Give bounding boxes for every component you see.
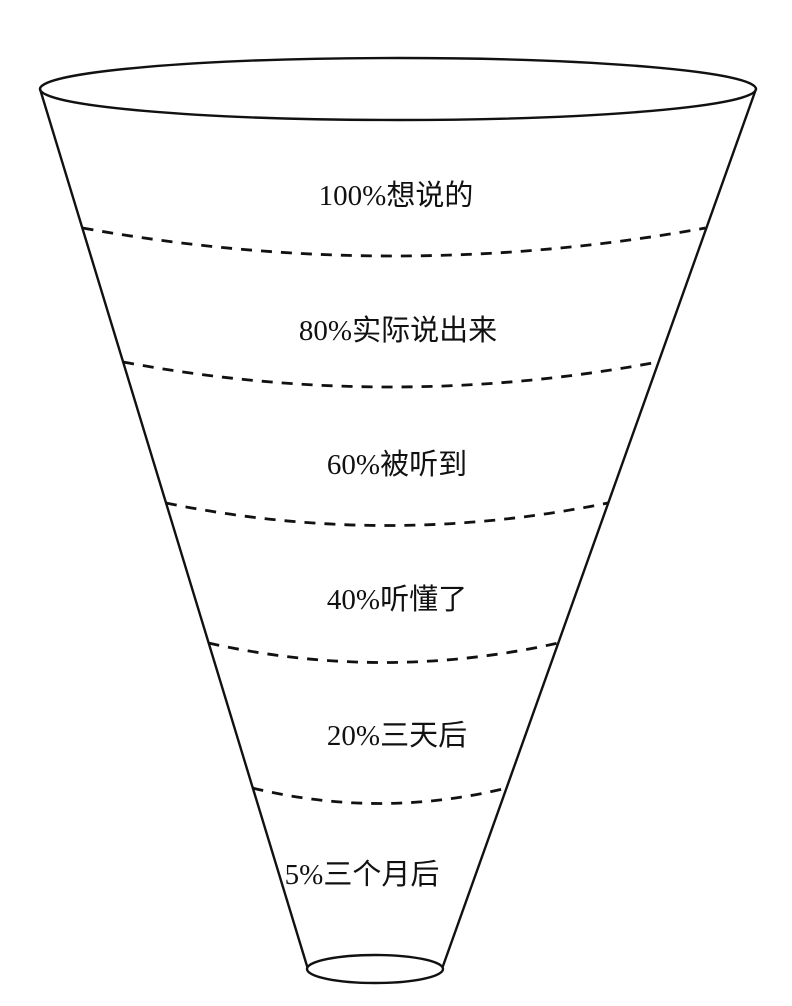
divider-arc-4 xyxy=(208,641,559,664)
funnel-level-label-80: 80%实际说出来 xyxy=(299,314,497,347)
funnel-level-label-60: 60%被听到 xyxy=(327,448,467,481)
funnel-bottom-rim xyxy=(305,953,445,985)
funnel-level-label-100: 100%想说的 xyxy=(319,179,474,212)
funnel-level-label-5: 5%三个月后 xyxy=(285,858,440,891)
funnel-top-rim xyxy=(38,56,758,122)
funnel-level-label-20: 20%三天后 xyxy=(327,719,467,752)
divider-arc-3 xyxy=(165,501,609,527)
funnel-level-label-40: 40%听懂了 xyxy=(327,583,467,616)
funnel-right-side xyxy=(441,87,758,968)
divider-arc-1 xyxy=(82,226,706,258)
divider-arc-2 xyxy=(122,360,659,389)
divider-arc-5 xyxy=(252,786,508,805)
funnel-left-side xyxy=(38,87,309,968)
